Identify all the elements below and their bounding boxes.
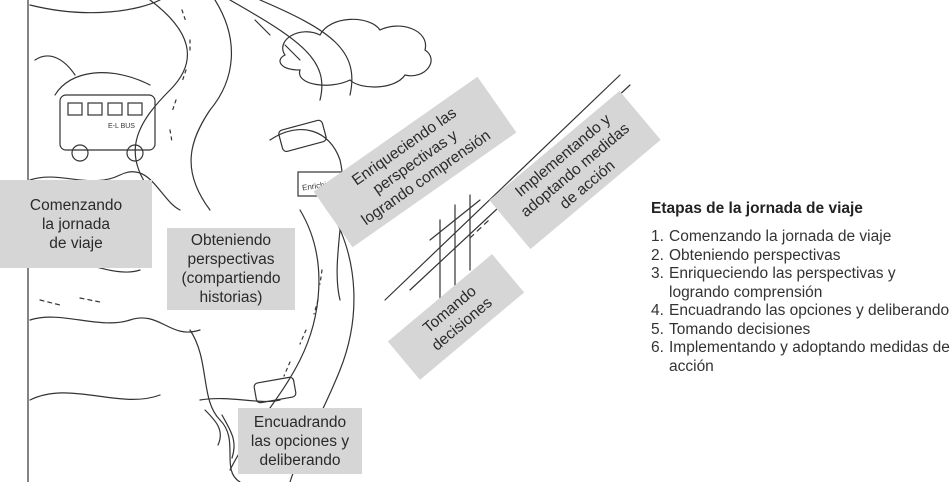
legend-item-text: Enriqueciendo las perspectivas y logrand… bbox=[669, 265, 896, 301]
legend-item: 2. Obteniendo perspectivas bbox=[651, 247, 951, 266]
road-edge bbox=[190, 0, 232, 211]
cloud-shape bbox=[279, 18, 432, 88]
legend-item: 3. Enriqueciendo las perspectivas y logra… bbox=[651, 265, 951, 302]
car-bottom bbox=[253, 376, 297, 404]
top-road-edge bbox=[29, 0, 161, 14]
stage-label-comenzando: Comenzando la jornada de viaje bbox=[0, 180, 152, 268]
legend-item-number: 2. bbox=[651, 246, 664, 264]
legend-item-text: Implementando y adoptando medidas de acc… bbox=[669, 339, 950, 375]
legend-title: Etapas de la jornada de viaje bbox=[651, 200, 863, 217]
legend-item: 4. Encuadrando las opciones y deliberando bbox=[651, 302, 951, 321]
legend-item: 5. Tomando decisiones bbox=[651, 321, 951, 340]
road-edge bbox=[134, 0, 188, 191]
legend-item-text: Comenzando la jornada de viaje bbox=[669, 228, 892, 245]
stage-label-encuadrando: Encuadrando las opciones y deliberando bbox=[238, 408, 362, 474]
car-top bbox=[278, 119, 327, 153]
legend-item-number: 3. bbox=[651, 265, 664, 282]
stage-label-obteniendo: Obteniendo perspectivas (compartiendo hi… bbox=[167, 228, 295, 310]
legend-item-number: 6. bbox=[651, 339, 664, 356]
legend-item: 1. Comenzando la jornada de viaje bbox=[651, 228, 951, 247]
bus-plate-text: E-L BUS bbox=[108, 123, 135, 130]
bus-body bbox=[59, 94, 156, 151]
cliff-edge bbox=[269, 129, 344, 301]
legend-list: 1. Comenzando la jornada de viaje 2. Obten… bbox=[651, 228, 951, 376]
bus-wheel bbox=[71, 144, 89, 162]
road-journey-illustration: E-L BUS Enriching Pers... Comenzando la … bbox=[0, 0, 661, 482]
legend-item-number: 5. bbox=[651, 320, 664, 338]
legend-item-number: 4. bbox=[651, 302, 664, 319]
bus-wheel bbox=[126, 144, 144, 162]
legend-item: 6. Implementando y adoptando medidas de a… bbox=[651, 339, 951, 376]
legend-item-number: 1. bbox=[651, 228, 664, 245]
legend-item-text: Encuadrando las opciones y deliberando bbox=[669, 302, 950, 319]
journey-stages-legend: Etapas de la jornada de viaje 1. Comenzan… bbox=[651, 200, 951, 376]
legend-item-text: Tomando decisiones bbox=[669, 320, 811, 338]
legend-item-text: Obteniendo perspectivas bbox=[669, 246, 841, 264]
